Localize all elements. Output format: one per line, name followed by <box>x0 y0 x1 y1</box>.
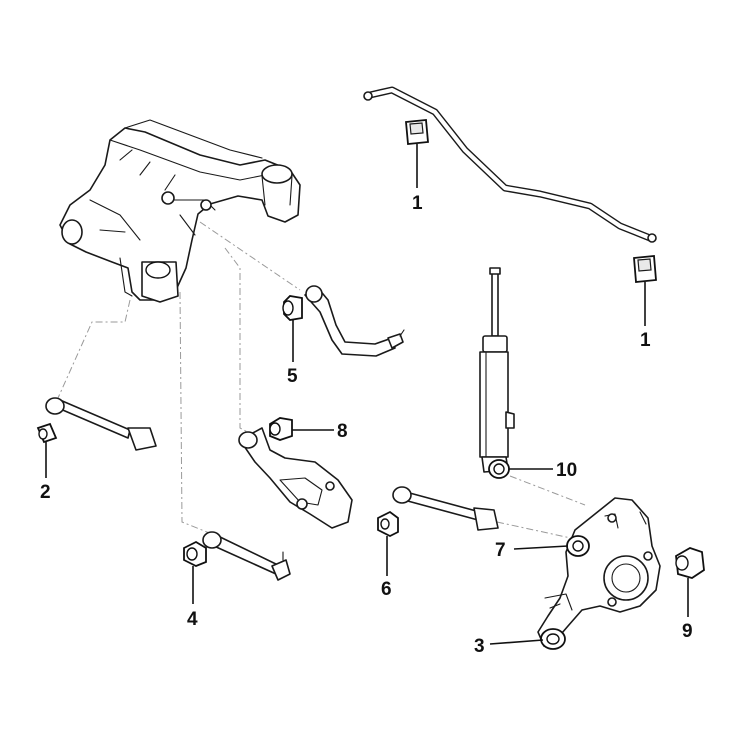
subframe-bolt <box>200 199 212 211</box>
toe-link-bracket <box>127 427 157 451</box>
subframe-body <box>59 127 301 301</box>
stabilizer-bushing-top <box>405 119 429 145</box>
callout-5: 5 <box>287 366 298 387</box>
callout-4: 4 <box>187 609 198 630</box>
subframe-left-detail <box>89 199 141 241</box>
guide-subframe-to-lateral-arm <box>179 291 213 535</box>
upper-arm-eye <box>305 285 323 303</box>
callout-1-top: 1 <box>412 193 423 214</box>
subframe-mount-right <box>261 164 293 184</box>
upper-arm-ball-joint <box>387 333 404 349</box>
shock-piston-rod <box>491 269 499 337</box>
upper-control-arm <box>304 285 405 357</box>
rear-subframe <box>59 119 301 303</box>
callout-3: 3 <box>474 636 485 657</box>
lower-arm-bolt <box>296 498 308 510</box>
lateral-arm-rod <box>213 535 281 575</box>
knuckle-rear-bushing <box>675 547 705 579</box>
upper-link-bracket <box>473 507 499 531</box>
callout-8: 8 <box>337 421 348 442</box>
leader-lines <box>45 144 689 645</box>
leader-7 <box>513 545 569 550</box>
knuckle-lower-detail <box>544 593 573 611</box>
guide-shock-to-knuckle <box>509 475 586 506</box>
shock-dust-cap <box>482 335 508 353</box>
callout-6: 6 <box>381 579 392 600</box>
knuckle-front-bushing <box>566 535 590 557</box>
lateral-arm <box>202 531 291 581</box>
upper-link-eye <box>392 486 412 504</box>
bushing-face <box>380 518 390 530</box>
lower-arm-eye <box>238 431 258 449</box>
shock-body <box>479 351 509 458</box>
subframe-top-edge <box>124 119 263 159</box>
callout-1-right: 1 <box>640 330 651 351</box>
bushing-face <box>186 547 198 561</box>
shock-bracket <box>505 411 515 429</box>
lower-arm-spring-seat <box>279 477 323 506</box>
callout-2: 2 <box>40 482 51 503</box>
assembly-guide-lines <box>57 221 586 541</box>
guide-subframe-to-upper-arm <box>199 221 301 291</box>
subframe-ribs <box>119 149 176 191</box>
subframe-bracket <box>119 257 133 297</box>
shock-rod-top <box>489 267 501 275</box>
stabilizer-bar <box>363 86 657 243</box>
shock-absorber <box>479 267 515 473</box>
lower-arm-body <box>239 427 353 529</box>
knuckle-bolt <box>643 551 653 561</box>
leader-3 <box>489 639 544 645</box>
callout-labels: 1 1 2 3 4 5 6 7 8 9 10 <box>40 193 693 657</box>
upper-arm-stud <box>399 329 405 337</box>
subframe-mount-left <box>61 219 83 245</box>
toe-link-rod <box>57 399 131 439</box>
callout-7: 7 <box>495 540 506 561</box>
knuckle-body <box>537 497 661 647</box>
toe-link-eye <box>45 397 65 415</box>
upper-link <box>392 486 499 531</box>
upper-arm-bushing <box>282 295 303 321</box>
subframe-crossmember-edge <box>109 139 266 181</box>
stabilizer-bar-end <box>647 233 657 243</box>
subframe-bolt <box>161 191 175 205</box>
upper-link-rod <box>403 491 481 521</box>
guide-subframe-to-toe-link <box>57 299 131 399</box>
lateral-arm-eye <box>202 531 222 549</box>
knuckle-bolt <box>607 513 617 523</box>
callout-10: 10 <box>556 460 577 481</box>
upper-link-bushing <box>377 510 399 538</box>
knuckle-bolt <box>607 597 617 607</box>
lower-arm-bushing <box>269 417 293 441</box>
guide-subframe-to-lower-arm <box>224 247 256 437</box>
lateral-arm-ball-joint <box>271 559 291 581</box>
bushing-face <box>269 422 281 436</box>
shock-lower-bushing <box>488 459 510 479</box>
knuckle-hub-inner <box>611 563 641 593</box>
lower-arm-bolt <box>325 481 335 491</box>
bushing-face <box>637 258 652 272</box>
toe-link <box>45 397 157 451</box>
stabilizer-bushing-right <box>633 255 657 283</box>
lateral-arm-bushing <box>183 540 207 567</box>
bushing-face <box>546 633 560 645</box>
guide-link-to-knuckle <box>496 521 581 541</box>
bushing-face <box>675 555 689 571</box>
bushing-face <box>282 300 294 316</box>
stabilizer-bar-fill <box>367 87 653 241</box>
knuckle-lower-bushing <box>540 628 566 650</box>
toe-link-bushing <box>36 422 58 444</box>
stabilizer-bar-end <box>363 91 373 101</box>
bushing-face <box>38 428 48 440</box>
bushing-face <box>493 463 505 475</box>
bushing-face <box>409 122 424 135</box>
subframe-mount-right-sides <box>261 175 293 206</box>
subframe-front-bushing <box>145 261 171 279</box>
lower-control-arm <box>238 427 353 529</box>
knuckle-hub-bore <box>603 555 649 601</box>
bushing-face <box>572 540 584 552</box>
callout-9: 9 <box>682 621 693 642</box>
wheel-knuckle <box>537 497 661 647</box>
